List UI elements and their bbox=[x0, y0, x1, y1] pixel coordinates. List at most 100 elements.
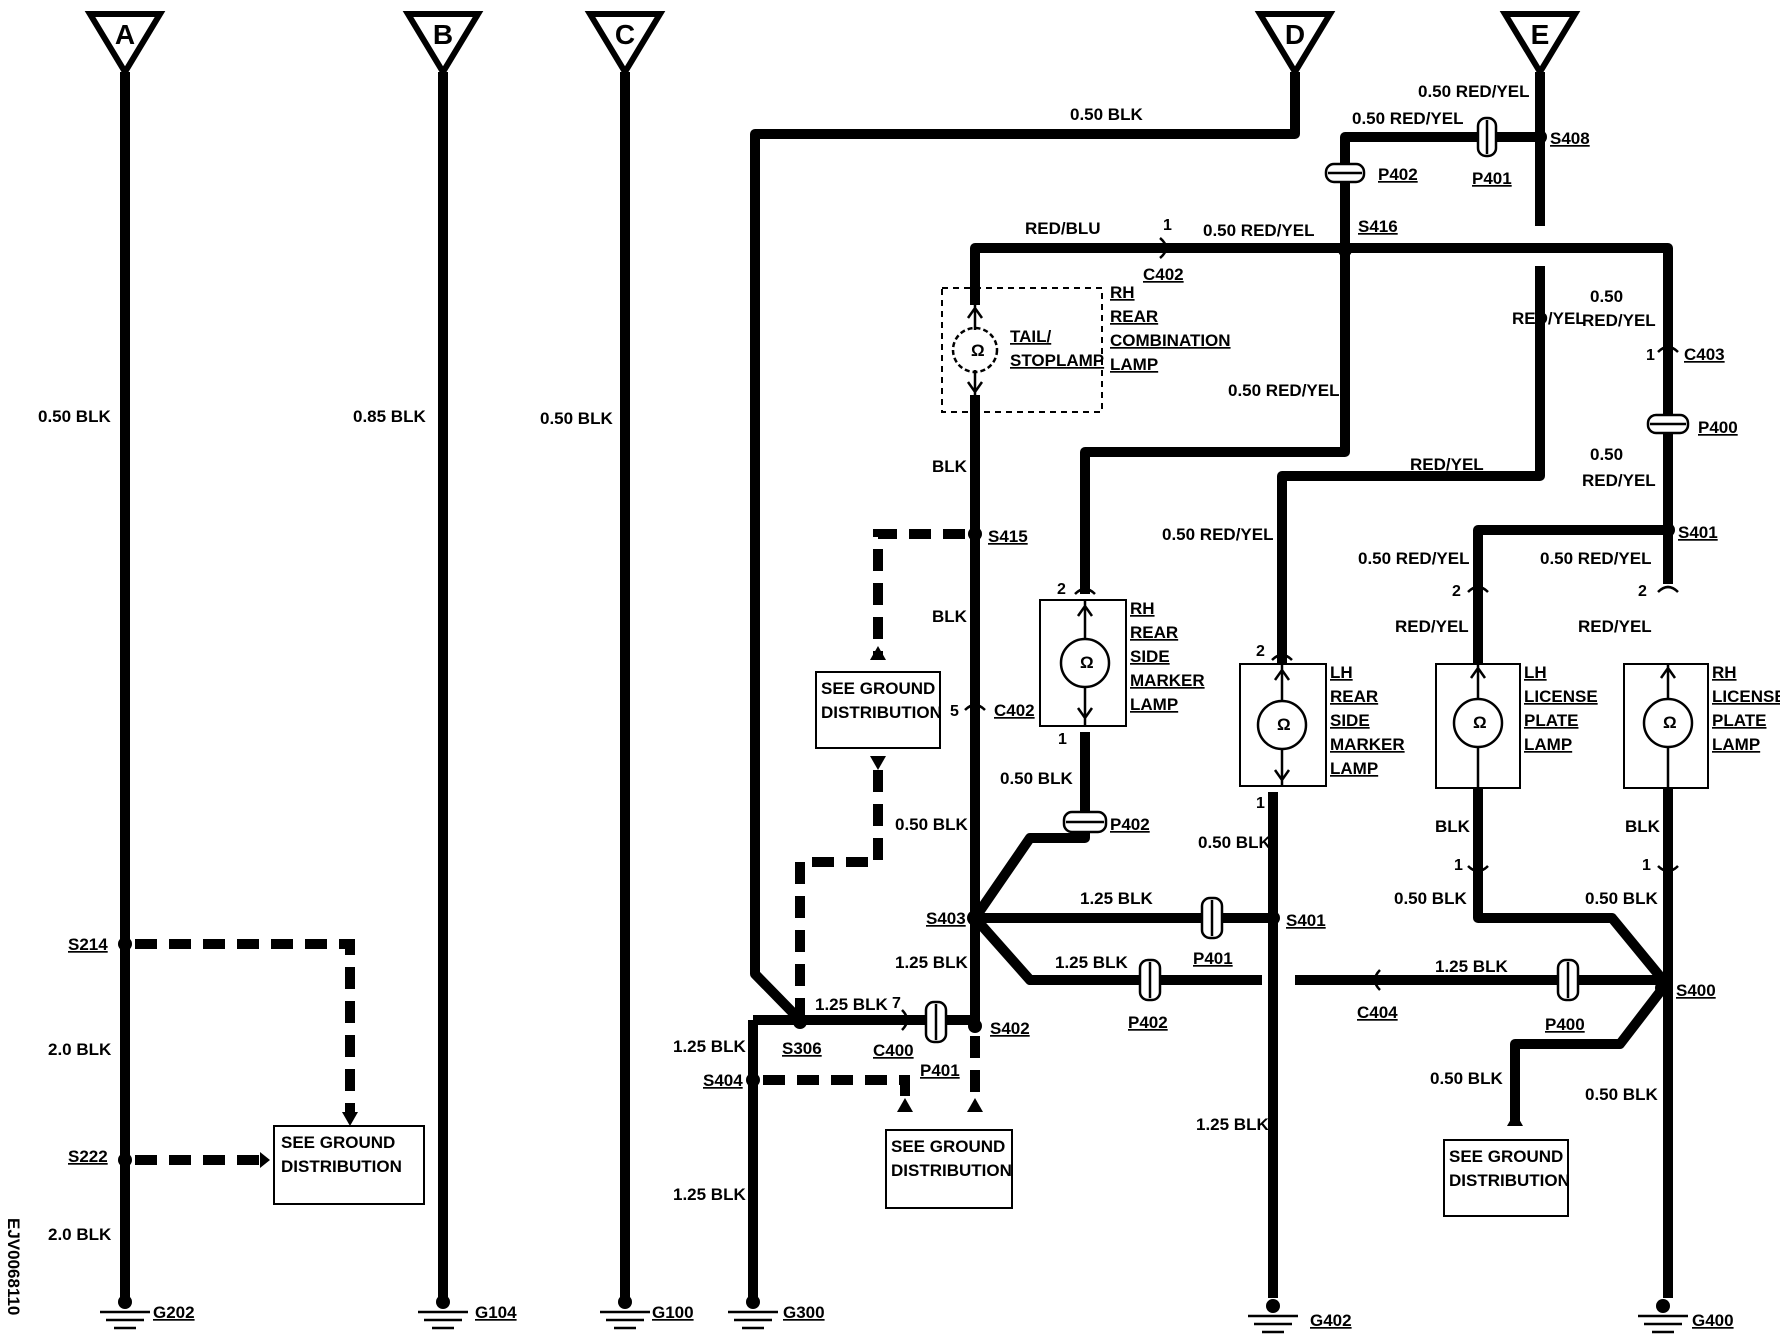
rh-side-label-1: RH bbox=[1130, 599, 1155, 618]
connector-c402-top-label: C402 bbox=[1143, 265, 1184, 284]
pin-rh-side-2: 2 bbox=[1057, 581, 1066, 598]
diagram-code: EJV0068110 bbox=[4, 1218, 23, 1315]
splice-s408-label: S408 bbox=[1550, 129, 1590, 148]
ground-distribution-box-right: SEE GROUND DISTRIBUTION bbox=[1443, 1139, 1570, 1217]
wire-lh-lic-gnd-label2: 0.50 BLK bbox=[1394, 889, 1467, 908]
rh-side-label-2: REAR bbox=[1130, 623, 1178, 642]
svg-text:Ω: Ω bbox=[1277, 715, 1291, 734]
connector-p402-mid: P402 bbox=[1062, 810, 1150, 834]
terminal-e: E bbox=[1499, 11, 1581, 78]
wire-tail-gnd-label: BLK bbox=[932, 457, 968, 476]
rh-license-plate-lamp: Ω RH LICENSE PLATE LAMP bbox=[1623, 663, 1780, 789]
wire-lh-side-gnd-label: 0.50 BLK bbox=[1198, 833, 1271, 852]
ground-g402-label: G402 bbox=[1310, 1311, 1352, 1330]
wire-a-label: 0.50 BLK bbox=[38, 407, 111, 426]
wire-b-label: 0.85 BLK bbox=[353, 407, 426, 426]
svg-text:SEE GROUND: SEE GROUND bbox=[821, 679, 935, 698]
wire-g400-label: 0.50 BLK bbox=[1585, 1085, 1658, 1104]
rh-side-label-4: MARKER bbox=[1130, 671, 1205, 690]
splice-s400-label: S400 bbox=[1676, 981, 1716, 1000]
rh-side-label-3: SIDE bbox=[1130, 647, 1170, 666]
terminal-d: D bbox=[1254, 11, 1336, 78]
wire-s403-s401-label: 1.25 BLK bbox=[1080, 889, 1153, 908]
wire-d bbox=[750, 72, 1300, 1024]
arrow-s400-gnd bbox=[1507, 1112, 1523, 1126]
svg-text:P400: P400 bbox=[1545, 1015, 1585, 1034]
wire-a-label-bot: 2.0 BLK bbox=[48, 1225, 112, 1244]
svg-text:Ω: Ω bbox=[1080, 653, 1094, 672]
lh-lic-label-1: LH bbox=[1524, 663, 1547, 682]
arrow-gnd-box-mid-bottom bbox=[870, 756, 886, 770]
rh-combo-label-2: REAR bbox=[1110, 307, 1158, 326]
pin-lh-side-1: 1 bbox=[1256, 795, 1265, 812]
svg-text:Ω: Ω bbox=[971, 341, 985, 360]
wire-s403-p402 bbox=[971, 914, 1262, 985]
wire-lh-lic-feed-label2: RED/YEL bbox=[1395, 617, 1469, 636]
rh-side-label-5: LAMP bbox=[1130, 695, 1178, 714]
wire-lh-lic-gnd-label: BLK bbox=[1435, 817, 1471, 836]
svg-text:DISTRIBUTION: DISTRIBUTION bbox=[891, 1161, 1012, 1180]
wire-e-lower-label-2: RED/YEL bbox=[1410, 455, 1484, 474]
splice-s402 bbox=[968, 1019, 982, 1033]
wire-rh-lic-gnd-label2: 0.50 BLK bbox=[1585, 889, 1658, 908]
connector-c400-pin: 7 bbox=[892, 995, 901, 1012]
svg-text:P402: P402 bbox=[1128, 1013, 1168, 1032]
connector-lh-lic-2 bbox=[1467, 585, 1489, 593]
connector-c402-top-pin: 1 bbox=[1163, 217, 1172, 234]
wire-s306-c400-label: 1.25 BLK bbox=[815, 995, 888, 1014]
pin-rh-side-1: 1 bbox=[1058, 731, 1067, 748]
terminal-a-label: A bbox=[115, 19, 135, 50]
connector-p400-top: P400 bbox=[1646, 413, 1738, 437]
wire-e-lower bbox=[1277, 266, 1545, 665]
svg-text:P401: P401 bbox=[920, 1061, 960, 1080]
connector-lh-lic-1 bbox=[1467, 865, 1489, 873]
wire-s415-label: BLK bbox=[932, 607, 968, 626]
dashed-s404 bbox=[763, 1075, 910, 1102]
terminal-a: A bbox=[84, 11, 166, 78]
tail-lamp-label-2: STOPLAMP bbox=[1010, 351, 1104, 370]
connector-p401-bot: P401 bbox=[920, 1000, 960, 1080]
terminal-e-label: E bbox=[1531, 19, 1550, 50]
wire-lh-lic-gnd bbox=[1473, 788, 1667, 984]
wire-c403-label-bot: 0.50 bbox=[1590, 445, 1623, 464]
splice-s415-label: S415 bbox=[988, 527, 1028, 546]
ground-g300: G300 bbox=[728, 1295, 825, 1330]
wire-s408-s416 bbox=[1340, 132, 1540, 255]
wire-s400-gnd-dist bbox=[1510, 984, 1667, 1126]
splice-s306 bbox=[793, 1015, 807, 1029]
splice-s401-mid-label: S401 bbox=[1286, 911, 1326, 930]
connector-p402-bot: P402 bbox=[1128, 958, 1168, 1032]
connector-rh-lic-2 bbox=[1657, 585, 1679, 593]
svg-text:SEE GROUND: SEE GROUND bbox=[1449, 1147, 1563, 1166]
wire-e-label: 0.50 RED/YEL bbox=[1418, 82, 1530, 101]
rh-combo-label-3: COMBINATION bbox=[1110, 331, 1231, 350]
splice-s402-label: S402 bbox=[990, 1019, 1030, 1038]
lh-lic-label-3: PLATE bbox=[1524, 711, 1578, 730]
splice-s222 bbox=[118, 1153, 132, 1167]
lh-side-label-1: LH bbox=[1330, 663, 1353, 682]
pin-lh-side-2: 2 bbox=[1256, 643, 1265, 660]
wire-rh-lic-gnd-label: BLK bbox=[1625, 817, 1661, 836]
pin-rh-lic-2: 2 bbox=[1638, 583, 1647, 600]
connector-c400-label: C400 bbox=[873, 1041, 914, 1060]
pin-lh-lic-2: 2 bbox=[1452, 583, 1461, 600]
svg-text:P401: P401 bbox=[1193, 949, 1233, 968]
connector-c402-top bbox=[1159, 237, 1168, 259]
ground-distribution-box-bottom: SEE GROUND DISTRIBUTION bbox=[885, 1129, 1013, 1209]
wire-g300-label: 1.25 BLK bbox=[673, 1185, 746, 1204]
wire-tail-feed bbox=[970, 243, 1673, 350]
terminal-d-label: D bbox=[1285, 19, 1305, 50]
arrow-s402 bbox=[967, 1098, 983, 1112]
svg-text:SEE GROUND: SEE GROUND bbox=[891, 1137, 1005, 1156]
wire-rh-lic-feed-label2: RED/YEL bbox=[1578, 617, 1652, 636]
ground-g100-label: G100 bbox=[652, 1303, 694, 1322]
lh-lic-label-4: LAMP bbox=[1524, 735, 1572, 754]
splice-s401-top-label: S401 bbox=[1678, 523, 1718, 542]
wire-a-label-mid: 2.0 BLK bbox=[48, 1040, 112, 1059]
wire-s403-p402-label: 1.25 BLK bbox=[1055, 953, 1128, 972]
splice-s214 bbox=[118, 937, 132, 951]
wire-tail-feed-label: RED/BLU bbox=[1025, 219, 1101, 238]
rh-rear-combination-lamp: Ω TAIL/ STOPLAMP RH REAR COMBINATION LAM… bbox=[941, 283, 1231, 413]
splice-s306-label: S306 bbox=[782, 1039, 822, 1058]
connector-c402-mid-label: C402 bbox=[994, 701, 1035, 720]
